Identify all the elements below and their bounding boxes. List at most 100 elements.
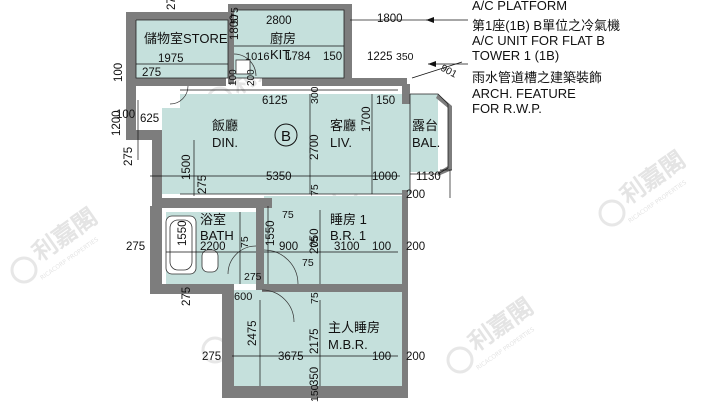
mbr-door: [261, 289, 295, 323]
dim-label: 2475: [247, 320, 259, 346]
balcony-label-en: BAL.: [412, 135, 440, 150]
store-label: 儲物室STORE: [144, 31, 228, 46]
dining-label-zh: 飯廳: [212, 118, 238, 133]
dim-label: 2175: [309, 328, 321, 354]
dining-alcove-floor: [162, 108, 182, 194]
dim-label: 75: [282, 209, 294, 221]
outline-lines: [135, 9, 449, 195]
balcony-label-zh: 露台: [412, 118, 438, 133]
mbr-label-en: M.B.R.: [328, 337, 368, 352]
dim-label: 75: [309, 184, 321, 196]
fixtures: [165, 59, 251, 275]
dim-label: 100: [228, 69, 239, 86]
dim-label: 901: [439, 63, 459, 81]
dim-label: 1500: [181, 154, 193, 180]
dim-label: 75: [302, 257, 314, 269]
dim-label: 75: [239, 236, 251, 248]
bath-label-zh: 浴室: [200, 212, 226, 227]
ac-unit-note-en-1: A/C UNIT FOR FLAT B: [472, 33, 605, 48]
watermark-logo: [598, 199, 626, 227]
dim-label: 600: [234, 291, 252, 303]
dimension-lines: [136, 19, 468, 386]
dim-label: 275: [126, 241, 145, 253]
dim-label: 150: [309, 384, 321, 402]
mbr-label-zh: 主人睡房: [328, 320, 380, 335]
dim-label: 275: [202, 351, 221, 363]
dim-label: 200: [246, 69, 257, 86]
dim-label: 200: [406, 351, 425, 363]
watermark-logo: [446, 346, 474, 374]
rwp-note-en-1: ARCH. FEATURE: [472, 86, 576, 101]
dim-label: 100: [372, 351, 391, 363]
ac-unit-note-en-2: TOWER 1 (1B): [472, 48, 560, 63]
dim-label: 1975: [158, 53, 184, 65]
flat-identifier-circle: [274, 123, 298, 147]
entry-door: [169, 85, 189, 105]
dim-label: 275: [142, 67, 161, 79]
dim-label: 1800: [229, 14, 241, 40]
bathtub: [165, 215, 197, 275]
dim-label: 1550: [177, 220, 189, 246]
bath-label-en: BATH: [200, 228, 234, 243]
dim-label: 6125: [262, 95, 288, 107]
dim-label: 150: [376, 95, 395, 107]
br1-label-en: B.R. 1: [330, 228, 366, 243]
dim-label: 300: [309, 86, 321, 104]
dim-label: 1000: [372, 171, 398, 183]
br1-label-zh: 睡房 1: [330, 212, 367, 227]
dining-label-en: DIN.: [212, 135, 238, 150]
br1-floor: [264, 196, 402, 288]
dim-label: 75: [309, 292, 321, 304]
dim-label: 100: [372, 241, 391, 253]
dim-label: 5350: [266, 171, 292, 183]
dim-label: 1800: [377, 13, 403, 25]
floor-areas: [136, 10, 438, 386]
dim-label: 1784: [285, 51, 311, 63]
dim-label: 2800: [266, 15, 292, 27]
bath-door: [227, 245, 257, 275]
dim-label: 1016: [245, 51, 269, 63]
dim-label: 75: [309, 236, 321, 248]
dim-label: 900: [279, 241, 298, 253]
dim-label: 275: [244, 271, 262, 283]
dim-label: 1130: [416, 171, 441, 183]
dim-label: 100: [113, 63, 125, 82]
ac-arrow-icon: [426, 17, 434, 23]
door-swings: [169, 53, 299, 323]
living-label-zh: 客廳: [330, 118, 356, 133]
dim-label: 150: [323, 51, 342, 63]
living-label-en: LIV.: [330, 135, 352, 150]
store-floor: [136, 20, 228, 78]
dim-label: 575: [230, 7, 241, 24]
dim-label: 200: [406, 241, 425, 253]
dim-label: 100: [116, 109, 135, 121]
rwp-note-en-2: FOR R.W.P.: [472, 101, 542, 116]
dim-label: 200: [406, 189, 425, 201]
kitchen-floor: [232, 10, 344, 78]
dim-label: 1200: [111, 110, 123, 136]
ac-platform-note: A/C PLATFORM: [472, 0, 568, 13]
watermark-logo: [10, 256, 38, 284]
br1-door: [263, 249, 299, 285]
flat-identifier: B: [274, 123, 298, 147]
flat-identifier-letter: B: [281, 128, 291, 145]
dim-label: 275: [197, 175, 209, 194]
dim-label: 625: [140, 113, 159, 125]
dim-label: 3100: [334, 241, 360, 253]
balcony-floor: [410, 94, 438, 172]
toilet: [201, 249, 219, 273]
dim-label: 350: [309, 367, 321, 386]
dim-label: 350: [396, 51, 414, 63]
dim-label: 1550: [265, 220, 277, 246]
leader-arrows: [426, 17, 436, 67]
kitchen-label-zh: 廚房: [270, 31, 296, 46]
dim-label: 1700: [361, 106, 373, 132]
kitchen-sink: [235, 59, 251, 75]
dim-label: 275: [123, 147, 135, 166]
kitchen-label-en: KIT.: [270, 47, 292, 62]
rwp-note-zh: 雨水管道槽之建築裝飾: [472, 70, 603, 85]
dim-label: 275: [166, 0, 178, 10]
rwp-arrow-icon: [428, 61, 436, 67]
ac-unit-note-zh: 第1座(1B) B單位之冷氣機: [472, 18, 621, 33]
